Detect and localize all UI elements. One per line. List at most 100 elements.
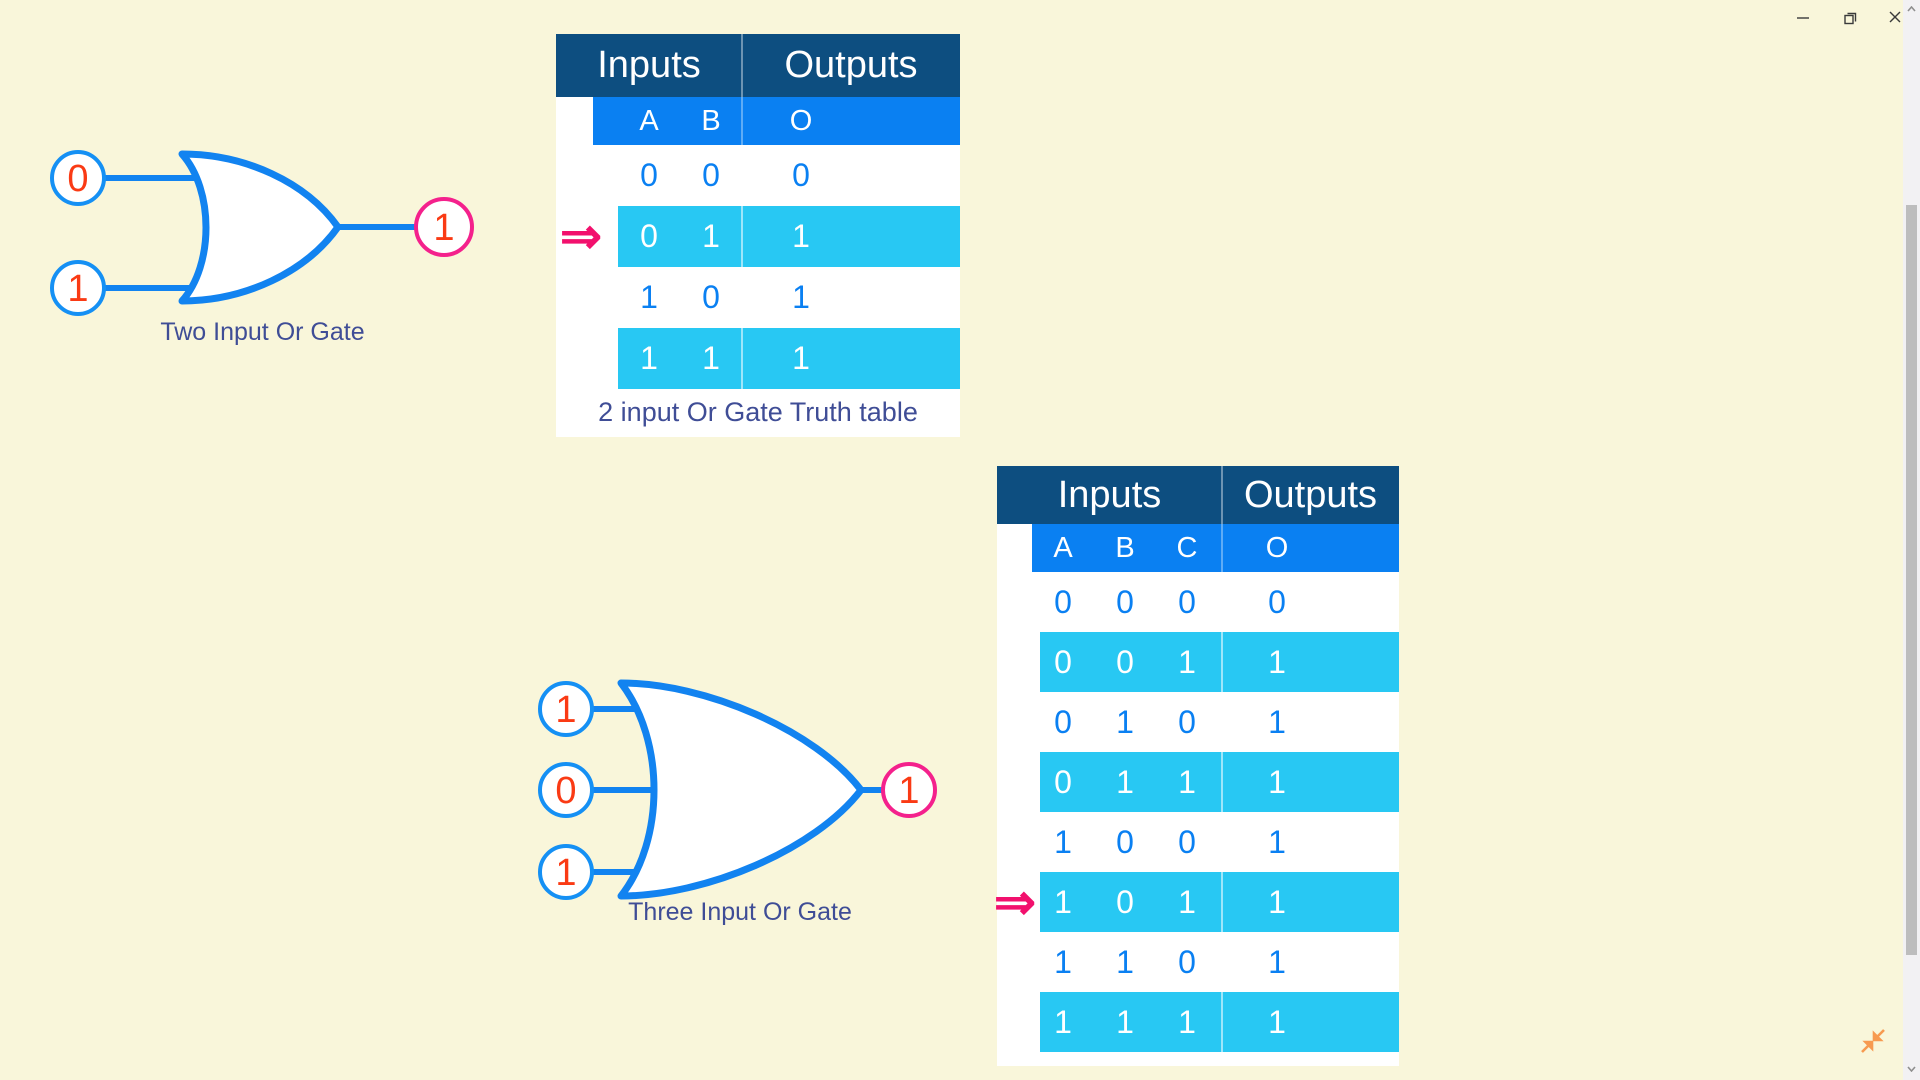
diagram-label: Three Input Or Gate (628, 898, 852, 926)
table-row: 0 1 0 1 (997, 692, 1399, 752)
input-value: 0 (67, 158, 88, 200)
output-terminal (881, 762, 937, 818)
column-label: C (1176, 531, 1198, 564)
input-value: 1 (67, 268, 88, 310)
column-label: A (1053, 531, 1073, 564)
column-label: B (701, 104, 721, 137)
truth-value-cell: 1 (792, 218, 810, 254)
truth-value-cell: 0 (1054, 583, 1072, 620)
table-header: Inputs Outputs (997, 466, 1399, 524)
diagram-label: Two Input Or Gate (160, 318, 365, 346)
truth-value-cell: 1 (1054, 823, 1072, 860)
table-row: 1 0 0 1 (997, 812, 1399, 872)
or-gate-shape (617, 679, 865, 900)
three-input-or-gate-diagram: 1 0 1 1 Three Input Or Gate (530, 660, 970, 960)
truth-value-cell: 0 (792, 157, 810, 193)
truth-table-3-input: Inputs Outputs A B C O 0 0 0 0 0 0 1 1 0… (997, 466, 1399, 1066)
table-row: 0 0 0 0 (997, 572, 1399, 632)
truth-value-cell: 1 (792, 340, 810, 376)
truth-value-cell: 0 (1178, 823, 1196, 860)
input-value: 1 (555, 689, 576, 731)
input-terminal[interactable] (538, 762, 594, 818)
chevron-down-icon (1907, 1066, 1916, 1072)
truth-value-cell: 1 (1116, 943, 1134, 980)
truth-value-cell: 0 (640, 157, 658, 193)
input-terminal[interactable] (538, 681, 594, 737)
truth-value-cell: 1 (1116, 763, 1134, 800)
output-value: 1 (433, 207, 454, 249)
column-label: O (789, 104, 813, 137)
truth-value-cell: 0 (1178, 583, 1196, 620)
or-gate-shape (178, 150, 342, 305)
two-input-or-gate-diagram: 0 1 1 Two Input Or Gate (40, 110, 485, 390)
truth-value-cell: 0 (1054, 643, 1072, 680)
table-row-highlighted: 0 0 1 1 (997, 632, 1399, 692)
restore-window-icon (1843, 12, 1856, 24)
truth-value-cell: 1 (1268, 823, 1286, 860)
truth-value-cell: 1 (1116, 703, 1134, 740)
input-value: 0 (555, 770, 576, 812)
chevron-up-icon (1907, 6, 1916, 12)
table-row-highlighted: 1 1 1 (556, 328, 960, 389)
truth-value-cell: 1 (1178, 1003, 1196, 1040)
truth-value-cell: 1 (1054, 1003, 1072, 1040)
inputs-header: Inputs (597, 44, 701, 86)
truth-value-cell: 0 (1178, 943, 1196, 980)
truth-value-cell: 0 (702, 157, 720, 193)
truth-value-cell: 0 (702, 279, 720, 315)
truth-value-cell: 1 (1268, 943, 1286, 980)
truth-value-cell: 1 (702, 218, 720, 254)
truth-value-cell: 1 (1268, 703, 1286, 740)
outputs-header: Outputs (784, 44, 918, 86)
truth-value-cell: 0 (1116, 643, 1134, 680)
column-header-row: A B O (556, 97, 960, 145)
or-gate-2-svg: 0 1 1 (50, 150, 474, 316)
minimize-button[interactable] (1788, 6, 1818, 28)
vertical-scrollbar[interactable] (1903, 0, 1920, 1080)
outputs-header: Outputs (1243, 473, 1378, 516)
restore-button[interactable] (1835, 6, 1865, 28)
output-terminal (414, 197, 474, 257)
truth-value-cell: 0 (640, 218, 658, 254)
input-terminal[interactable] (538, 844, 594, 900)
table-row: 1 0 1 (556, 267, 960, 328)
table-row-highlighted: 1 0 1 1 (997, 872, 1399, 932)
truth-value-cell: 0 (1054, 763, 1072, 800)
truth-value-cell: 1 (640, 279, 658, 315)
table-row-highlighted: 0 1 1 1 (997, 752, 1399, 812)
close-icon (1889, 11, 1901, 23)
truth-value-cell: 0 (1116, 883, 1134, 920)
truth-value-cell: 1 (1268, 643, 1286, 680)
table-row-highlighted: 0 1 1 (556, 206, 960, 267)
scroll-down-button[interactable] (1903, 1062, 1920, 1076)
table-row: 0 0 0 (556, 145, 960, 206)
truth-value-cell: 1 (1178, 883, 1196, 920)
truth-value-cell: 1 (1268, 763, 1286, 800)
truth-value-cell: 1 (1054, 943, 1072, 980)
table-header: Inputs Outputs (556, 34, 960, 97)
truth-value-cell: 1 (1054, 883, 1072, 920)
minimize-icon (1797, 17, 1809, 19)
row-pointer-arrow: ⇒ (994, 874, 1036, 930)
row-pointer-arrow: ⇒ (560, 208, 602, 264)
close-button[interactable] (1880, 6, 1910, 28)
truth-value-cell: 1 (702, 340, 720, 376)
truth-value-cell: 1 (1178, 643, 1196, 680)
truth-value-cell: 1 (1268, 1003, 1286, 1040)
input-terminal[interactable] (50, 150, 106, 206)
column-label: A (639, 104, 659, 137)
truth-value-cell: 0 (1116, 823, 1134, 860)
collapse-view-button[interactable] (1858, 1026, 1888, 1056)
column-header-row: A B C O (997, 524, 1399, 572)
output-value: 1 (898, 770, 919, 812)
input-terminal[interactable] (50, 260, 106, 316)
truth-value-cell: 0 (1178, 703, 1196, 740)
scroll-up-button[interactable] (1903, 2, 1920, 16)
table-row-highlighted: 1 1 1 1 (997, 992, 1399, 1052)
table-caption: 2 input Or Gate Truth table (598, 397, 918, 427)
scrollbar-thumb[interactable] (1906, 205, 1917, 955)
collapse-diagonal-arrows-icon (1861, 1029, 1885, 1053)
truth-value-cell: 1 (1178, 763, 1196, 800)
truth-value-cell: 1 (1116, 1003, 1134, 1040)
or-gate-3-svg: 1 0 1 1 (538, 679, 937, 900)
